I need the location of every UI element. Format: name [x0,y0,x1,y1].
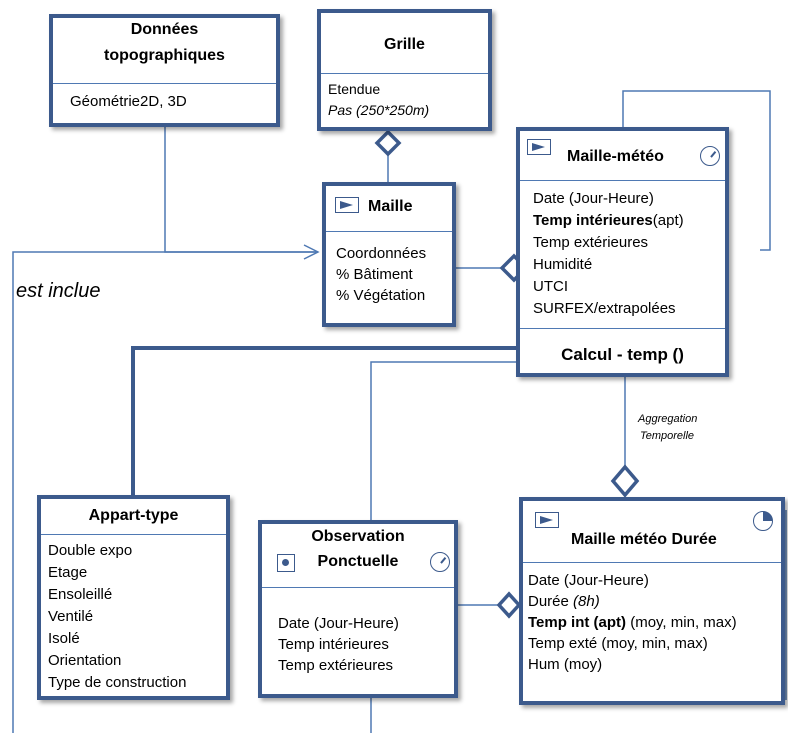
donnees-topographiques-class[interactable]: Données topographiques Géométrie2D, 3D [49,14,280,127]
observation-attr-date: Date (Jour-Heure) [278,615,399,632]
maille-meteo-attr-humidite: Humidité [533,256,593,273]
aggregation-label-line2: Temporelle [640,430,695,442]
maille-duree-attr-duree-value: (8h) [573,593,600,610]
grille-class[interactable]: Grille Etendue Pas (250*250m) [317,9,492,131]
maille-duree-title: Maille météo Durée [571,531,717,548]
appart-type-attr: Type de construction [48,674,187,691]
edge-self-loop [622,90,771,251]
maille-meteo-attr-temp-ext: Temp extérieures [533,234,649,251]
edge-meteo-appart [131,346,518,497]
observation-title-line1: Observation [311,528,405,545]
observation-ponctuelle-class[interactable]: Observation Ponctuelle Date (Jour-Heure)… [258,520,458,698]
clock-icon [430,552,450,572]
donnees-title-line1: Données [130,21,199,38]
maille-duree-attr-temp-int-bold: Temp int (apt) [528,614,627,631]
maille-duree-attr-temp-int: Temp int (apt) (moy, min, max) [528,612,737,633]
maille-meteo-attr-utci: UTCI [533,278,568,295]
appart-type-class[interactable]: Appart-type Double expo Etage Ensoleillé… [37,495,230,700]
maille-title: Maille [368,198,413,215]
maille-attr-batiment: % Bâtiment [336,266,413,283]
pie-quarter-icon [753,511,773,531]
stereotype-arrow-icon [527,139,551,155]
maille-duree-attr-duree-label: Durée [528,593,574,610]
observation-attr-temp-ext: Temp extérieures [278,657,394,674]
aggregation-label-line1: Aggregation [638,413,698,425]
grille-attr-pas: Pas (250*250m) [328,102,430,118]
maille-duree-attr-temp-ext: Temp exté (moy, min, max) [528,635,708,652]
maille-meteo-attr-temp-int-rest: (apt) [652,212,684,229]
grille-title: Grille [384,36,425,53]
observation-title-line2: Ponctuelle [317,553,399,570]
maille-class[interactable]: Maille Coordonnées % Bâtiment % Végétati… [322,182,456,327]
diamond-duree [496,591,522,619]
maille-attrs: Coordonnées % Bâtiment % Végétation [336,243,426,306]
grille-attr-etendue: Etendue [328,81,381,97]
donnees-title-line2: topographiques [104,47,225,64]
maille-meteo-title: Maille-météo [567,148,664,165]
edge-est-inclue [12,251,318,733]
appart-type-attr: Double expo [48,542,133,559]
appart-type-attr: Ventilé [48,608,94,625]
appart-type-attr: Isolé [48,630,80,647]
stereotype-arrow-icon [535,512,559,528]
observation-attrs: Date (Jour-Heure) Temp intérieures Temp … [278,613,399,676]
grille-attrs: Etendue Pas (250*250m) [328,79,429,121]
maille-meteo-duree-class[interactable]: Maille météo Durée Date (Jour-Heure) Dur… [519,497,785,705]
maille-duree-attr-date: Date (Jour-Heure) [528,572,649,589]
point-icon [277,554,295,572]
observation-attr-temp-int: Temp intérieures [278,636,389,653]
clock-icon [700,146,720,166]
diamond-aggregation [610,464,640,498]
maille-meteo-class[interactable]: Maille-météo Date (Jour-Heure) Temp inté… [516,127,729,377]
donnees-attr: Géométrie2D, 3D [70,93,187,110]
maille-duree-attr-duree: Durée (8h) [528,591,737,612]
edge-meteo-observation [370,361,518,522]
maille-duree-attrs: Date (Jour-Heure) Durée (8h) Temp int (a… [528,570,737,675]
maille-meteo-attr-temp-int: Temp intérieures(apt) [533,210,684,232]
edge-donnees-maille [164,127,318,253]
stereotype-arrow-icon [335,197,359,213]
appart-type-attr: Ensoleillé [48,586,113,603]
appart-type-attr: Orientation [48,652,122,669]
maille-attr-vegetation: % Végétation [336,287,426,304]
maille-meteo-operation: Calcul - temp () [561,345,684,364]
est-inclue-label: est inclue [16,280,101,302]
appart-type-attr: Etage [48,564,88,581]
maille-duree-attr-temp-int-rest: (moy, min, max) [626,614,737,631]
maille-meteo-attrs: Date (Jour-Heure) Temp intérieures(apt) … [533,188,684,320]
maille-meteo-attr-temp-int-bold: Temp intérieures [533,212,653,229]
diamond-grille [374,129,402,157]
appart-type-attrs: Double expo Etage Ensoleillé Ventilé Iso… [48,540,186,694]
maille-meteo-attr-surfex: SURFEX/extrapolées [533,300,676,317]
maille-duree-attr-hum: Hum (moy) [528,656,603,673]
maille-attr-coordonnees: Coordonnées [336,245,427,262]
maille-meteo-attr-date: Date (Jour-Heure) [533,190,654,207]
appart-type-title: Appart-type [88,507,179,524]
